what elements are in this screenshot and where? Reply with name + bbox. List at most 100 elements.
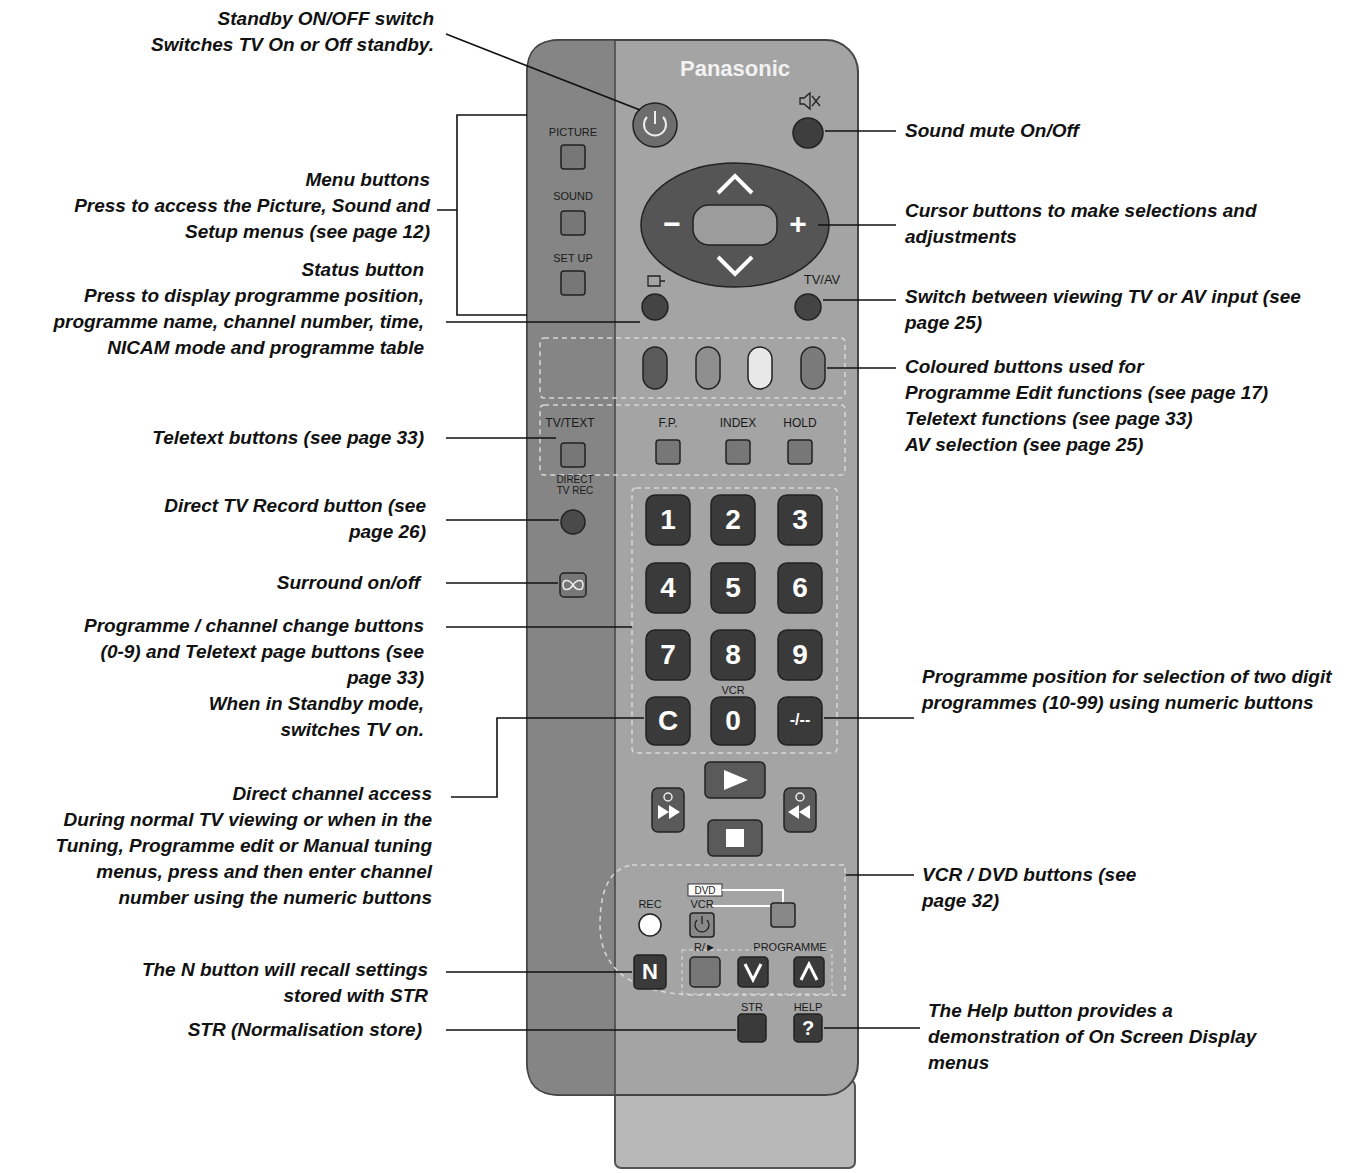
button-glyph: 4 — [648, 574, 688, 602]
ff-button — [784, 788, 816, 832]
dvd-tag — [688, 884, 722, 896]
button-label: INDEX — [708, 417, 768, 430]
status-button — [642, 294, 668, 320]
help-button — [794, 1014, 822, 1042]
callout-label: AV selection (see page 25) — [905, 432, 1345, 458]
callout-label: Sound mute On/Off — [905, 118, 1335, 144]
callout-label: Coloured buttons used for — [905, 354, 1345, 380]
button-label: Panasonic — [650, 58, 820, 80]
callout-label: Programme Edit functions (see page 17) — [905, 380, 1350, 406]
n-button — [634, 955, 666, 989]
ff-icon — [788, 805, 810, 819]
callout-label: Standby ON/OFF switch — [4, 6, 434, 32]
rewind-icon — [658, 805, 680, 819]
button-label: STR — [732, 1001, 772, 1013]
button-label: VCR — [713, 684, 753, 696]
power-icon — [644, 111, 666, 136]
red-button — [643, 347, 667, 389]
button-label: TV/AV — [792, 273, 852, 287]
tvav-button — [795, 294, 821, 320]
cursor-centre — [693, 205, 777, 245]
callout-label: The Help button provides a demonstration… — [928, 998, 1258, 1076]
button-glyph: 6 — [780, 574, 820, 602]
vcr-button — [690, 913, 714, 937]
green-button — [696, 347, 720, 389]
button-glyph: ? — [794, 1018, 822, 1038]
str-button — [738, 1014, 766, 1042]
rewind-button — [652, 788, 684, 832]
button-glyph: 2 — [713, 506, 753, 534]
button-label: TV/TEXT — [535, 417, 605, 430]
button-label: SOUND — [533, 190, 613, 202]
button-label: PROGRAMME — [740, 941, 840, 953]
button-glyph: − — [657, 209, 687, 239]
button-glyph: 9 — [780, 641, 820, 669]
button-label: DIRECT TV REC — [551, 474, 599, 496]
button-glyph: 0 — [713, 707, 753, 735]
sound-button — [561, 211, 585, 235]
button-label: HOLD — [770, 417, 830, 430]
status-icon — [648, 276, 665, 286]
leader-lines — [437, 34, 920, 1030]
yellow-button — [748, 347, 772, 389]
button-glyph: 8 — [713, 641, 753, 669]
group-outlines — [540, 338, 845, 995]
callout-label: Direct TV Record button (see page 26) — [156, 493, 426, 545]
button-glyph: N — [635, 961, 665, 983]
picture-button — [561, 145, 585, 169]
mute-button — [793, 118, 823, 148]
button-glyph: C — [648, 707, 688, 735]
digit-buttons — [646, 495, 822, 745]
button-label: REC — [630, 898, 670, 910]
prog-arrows — [745, 964, 817, 980]
play-button — [705, 762, 765, 798]
button-label: DVD — [688, 885, 722, 896]
remote-body — [527, 40, 858, 1095]
stop-icon — [726, 829, 744, 847]
tvtext-button — [561, 443, 585, 467]
callout-label: Teletext buttons (see page 33) — [4, 425, 424, 451]
rec-button — [639, 914, 661, 936]
button-glyph: 7 — [648, 641, 688, 669]
callout-label: Teletext functions (see page 33) — [905, 406, 1345, 432]
callout-label: During normal TV viewing or when in the … — [42, 807, 432, 911]
callout-label: Press to access the Picture, Sound and S… — [45, 193, 430, 245]
button-label: PICTURE — [533, 126, 613, 138]
button-glyph: + — [783, 209, 813, 239]
cursor-pad — [641, 163, 829, 287]
surround-icon — [563, 581, 583, 590]
callout-label: Surround on/off — [120, 570, 420, 596]
callout-label: Switches TV On or Off standby. — [4, 32, 434, 58]
callout-label: Press to display programme position, pro… — [4, 283, 424, 361]
button-label: SET UP — [533, 252, 613, 264]
blue-button — [801, 347, 825, 389]
stop-button — [708, 820, 762, 856]
callout-label: Cursor buttons to make selections and ad… — [905, 198, 1345, 250]
callout-label: Programme / channel change buttons (0-9)… — [59, 613, 424, 691]
dvd-button — [771, 903, 795, 927]
callout-label: Programme position for selection of two … — [922, 664, 1334, 716]
index-button — [726, 440, 750, 464]
cursor-arrows — [718, 176, 752, 274]
play-icon — [724, 770, 748, 790]
surround-button — [560, 573, 586, 597]
button-glyph: -/-- — [778, 712, 822, 728]
direct-rec-button — [561, 510, 585, 534]
fp-button — [656, 440, 680, 464]
callout-label: Status button — [24, 257, 424, 283]
side-panel — [527, 40, 615, 1095]
button-glyph: 5 — [713, 574, 753, 602]
button-label: R/► — [685, 941, 725, 953]
callout-label: Direct channel access — [32, 781, 432, 807]
hold-button — [788, 440, 812, 464]
callout-label: When in Standby mode, switches TV on. — [174, 691, 424, 743]
callout-label: Switch between viewing TV or AV input (s… — [905, 284, 1345, 336]
button-glyph: 3 — [780, 506, 820, 534]
setup-button — [561, 271, 585, 295]
button-glyph: 1 — [648, 506, 688, 534]
r-button — [690, 957, 720, 987]
callout-label: VCR / DVD buttons (see page 32) — [922, 862, 1152, 914]
button-label: VCR — [682, 898, 722, 910]
